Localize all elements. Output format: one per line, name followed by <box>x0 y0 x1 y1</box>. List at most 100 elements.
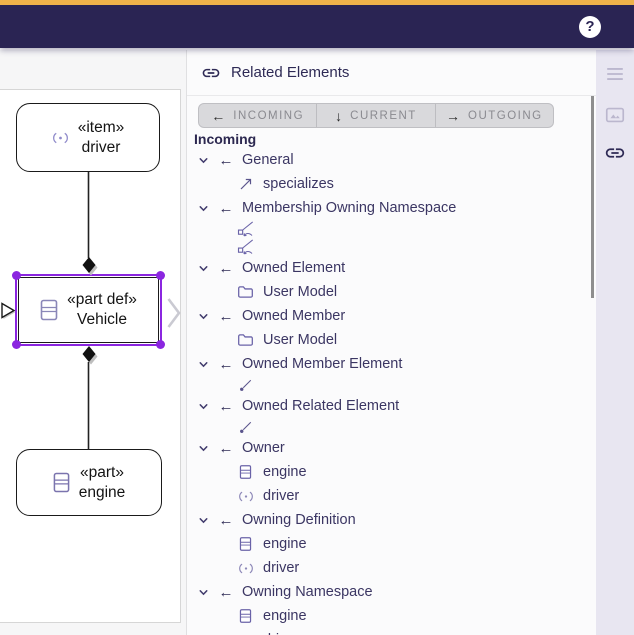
part-icon <box>53 472 70 493</box>
tab-label: CURRENT <box>350 109 417 122</box>
tree-group-general[interactable]: ← General <box>187 148 590 172</box>
tree-item-label: engine <box>263 464 307 480</box>
tab-incoming[interactable]: ←INCOMING <box>199 104 318 127</box>
chevron-down-icon[interactable] <box>197 358 210 371</box>
selection-handle[interactable] <box>12 271 21 280</box>
tree-item-label: User Model <box>263 332 338 348</box>
tree-item-user-model[interactable]: User Model <box>187 328 590 352</box>
tree-item-user-model[interactable]: User Model <box>187 280 590 304</box>
navbar: ? <box>0 5 634 48</box>
node-vehicle[interactable]: «part def» Vehicle <box>18 277 159 343</box>
tree-group-label: Owning Namespace <box>242 584 373 600</box>
item-icon <box>237 491 254 502</box>
chevron-down-icon[interactable] <box>197 400 210 413</box>
tree-item-engine[interactable]: engine <box>187 532 590 556</box>
tab-current[interactable]: ↓ CURRENT <box>317 104 436 127</box>
tree-group-membership-owning-namespace[interactable]: ←Membership Owning Namespace <box>187 196 590 220</box>
node-stereotype: «item» <box>77 118 125 136</box>
relation-tabs: ←INCOMING ↓ CURRENT → OUTGOING <box>198 103 554 128</box>
tree-group-owned-member[interactable]: ←Owned Member <box>187 304 590 328</box>
selection-handle[interactable] <box>12 340 21 349</box>
folder-icon <box>237 285 254 299</box>
menu-icon[interactable] <box>602 61 628 87</box>
tree-group-label: General <box>242 152 294 168</box>
tree-group-label: Owned Member <box>242 308 346 324</box>
node-name: Vehicle <box>77 311 127 328</box>
link-icon <box>201 63 221 83</box>
panel-title: Related Elements <box>231 64 350 81</box>
node-vehicle-selection: «part def» Vehicle <box>12 271 165 349</box>
link-icon[interactable] <box>602 140 628 166</box>
tree-group-label: Owned Member Element <box>242 356 403 372</box>
element-icon <box>237 420 254 435</box>
tree-item-driver[interactable]: driver <box>187 484 590 508</box>
node-name: engine <box>78 483 126 501</box>
tree-item-label: driver <box>263 632 299 635</box>
arrow-left-icon: ← <box>211 107 226 124</box>
tree-item-label: engine <box>263 608 307 624</box>
tree-group-label: Owned Element <box>242 260 346 276</box>
tree-item-driver[interactable]: driver <box>187 556 590 580</box>
folder-icon <box>237 333 254 347</box>
tree-item-engine[interactable]: engine <box>187 604 590 628</box>
tree-group-owned-element[interactable]: ←Owned Element <box>187 256 590 280</box>
tab-outgoing[interactable]: → OUTGOING <box>436 104 553 127</box>
tree-group-label: Owner <box>242 440 285 456</box>
arrow-right-icon: → <box>446 107 461 124</box>
accent-bar <box>0 0 634 5</box>
incoming-arrow-icon: ← <box>218 199 234 217</box>
arrow-down-icon: ↓ <box>335 107 343 124</box>
node-engine[interactable]: «part» engine <box>16 449 162 516</box>
help-button[interactable]: ? <box>579 15 601 38</box>
tree-item-label: driver <box>263 560 300 576</box>
part-icon <box>237 536 254 552</box>
tree-item-element[interactable] <box>187 418 590 436</box>
part-icon <box>237 464 254 480</box>
tree-group-owner[interactable]: ←Owner <box>187 436 590 460</box>
image-icon[interactable] <box>602 102 628 128</box>
tree-item-membership[interactable] <box>187 220 590 238</box>
node-stereotype: «part» <box>80 463 124 481</box>
chevron-down-icon[interactable] <box>197 262 210 275</box>
chevron-down-icon[interactable] <box>197 202 210 215</box>
tree-group-owned-related-element[interactable]: ←Owned Related Element <box>187 394 590 418</box>
chevron-down-icon[interactable] <box>197 514 210 527</box>
tree-item-driver[interactable]: driver <box>187 628 590 635</box>
part-icon <box>237 608 254 624</box>
tree-item-membership[interactable] <box>187 238 590 256</box>
item-icon <box>237 563 254 574</box>
tab-label: OUTGOING <box>468 109 543 122</box>
tree-group-owning-definition[interactable]: ←Owning Definition <box>187 508 590 532</box>
membership-icon <box>237 239 254 256</box>
tree-group-label: Owned Related Element <box>242 398 400 414</box>
incoming-arrow-icon: ← <box>218 511 234 529</box>
tree-item-label: driver <box>263 488 300 504</box>
node-name: driver <box>81 138 121 156</box>
chevron-down-icon[interactable] <box>197 586 210 599</box>
tree-group-owning-namespace[interactable]: ← Owning Namespace <box>187 580 590 604</box>
node-driver[interactable]: «item» driver <box>16 103 160 172</box>
tree-item-label: specializes <box>263 176 334 192</box>
expand-chevron-icon[interactable] <box>167 297 181 334</box>
chevron-down-icon[interactable] <box>197 154 210 167</box>
selection-handle[interactable] <box>156 340 165 349</box>
related-tree: ← General specializes ←Membership Owning Na… <box>187 148 590 635</box>
tree-item-element[interactable] <box>187 376 590 394</box>
incoming-arrow-icon: ← <box>218 355 234 373</box>
tree-group-owned-member-element[interactable]: ← Owned Member Element <box>187 352 590 376</box>
item-icon <box>52 132 69 144</box>
tree-item-label: engine <box>263 536 307 552</box>
element-icon <box>237 378 254 393</box>
chevron-down-icon[interactable] <box>197 442 210 455</box>
chevron-down-icon[interactable] <box>197 310 210 323</box>
panel-scrollbar[interactable] <box>591 96 594 298</box>
tree-item-label: User Model <box>263 284 338 300</box>
membership-icon <box>237 221 254 238</box>
incoming-arrow-icon: ← <box>218 583 234 601</box>
specializes-icon <box>237 176 254 192</box>
tree-item-specializes[interactable]: specializes <box>187 172 590 196</box>
related-elements-panel: Related Elements ←INCOMING ↓ CURRENT → OUTGO… <box>186 50 596 635</box>
selection-handle[interactable] <box>156 271 165 280</box>
tree-item-engine[interactable]: engine <box>187 460 590 484</box>
incoming-arrow-icon: ← <box>218 151 234 169</box>
